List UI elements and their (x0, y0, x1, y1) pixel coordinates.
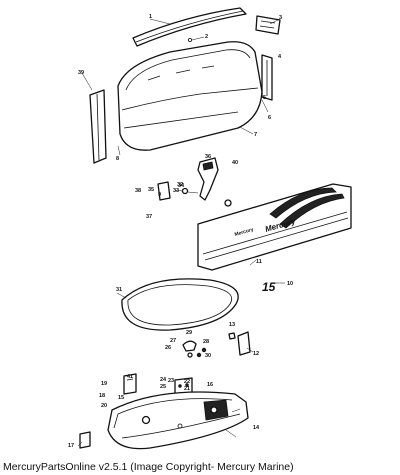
leader-lines (77, 18, 285, 447)
callout-30: 30 (205, 353, 211, 359)
callout-26: 26 (165, 345, 171, 351)
callout-5: 5 (263, 95, 266, 101)
callout-20: 20 (101, 403, 107, 409)
callout-29: 29 (186, 330, 192, 336)
emblem-badge[interactable]: 15 (262, 280, 276, 294)
side-decal-panel[interactable]: Mercury Mercury (197, 183, 352, 271)
callout-21: 21 (184, 386, 190, 392)
latch-bracket-right[interactable] (174, 377, 193, 396)
callout-18: 18 (99, 393, 105, 399)
callout-12: 12 (253, 351, 259, 357)
callout-14: 14 (253, 425, 260, 431)
top-cowl-trim-strip[interactable] (132, 7, 247, 47)
callout-32: 32 (177, 182, 183, 188)
callout-13: 13 (229, 322, 235, 328)
callout-labels: 1 2 3 4 5 6 7 8 9 10 11 12 13 14 15 16 1… (68, 14, 293, 449)
top-cowl[interactable] (117, 38, 263, 151)
callout-39: 39 (78, 70, 84, 76)
callout-7: 7 (254, 132, 257, 138)
callout-16: 16 (207, 382, 213, 388)
callout-24: 24 (160, 377, 167, 383)
callout-9: 9 (158, 192, 161, 198)
cowl-seal-ring[interactable] (121, 278, 239, 331)
callout-10: 10 (287, 281, 293, 287)
emblem-text: 15 (262, 280, 276, 294)
callout-23: 23 (168, 378, 174, 384)
callout-11: 11 (256, 259, 262, 265)
callout-41: 41 (127, 374, 133, 380)
callout-3: 3 (279, 15, 282, 21)
callout-38: 38 (135, 188, 141, 194)
latch-assembly[interactable] (157, 157, 232, 207)
callout-25: 25 (160, 384, 166, 390)
callout-27: 27 (170, 338, 176, 344)
callout-1: 1 (149, 14, 152, 20)
callout-34: 34 (178, 183, 185, 189)
callout-33: 33 (173, 188, 179, 194)
rear-cowl-seal[interactable] (89, 89, 107, 164)
callout-37: 37 (146, 214, 152, 220)
image-caption: MercuryPartsOnline v2.5.1 (Image Copyrig… (3, 461, 294, 473)
small-clip[interactable] (79, 431, 91, 449)
callout-6: 6 (268, 115, 271, 121)
callout-19: 19 (101, 381, 107, 387)
callout-2: 2 (205, 34, 208, 40)
callout-36: 36 (205, 154, 211, 160)
callout-22: 22 (184, 379, 190, 385)
callout-4: 4 (278, 54, 282, 60)
callout-28: 28 (203, 339, 209, 345)
bottom-cowl[interactable] (107, 391, 249, 450)
cowl-side-bracket[interactable] (261, 54, 273, 101)
decal-brand-text: Mercury (234, 227, 255, 238)
callout-31: 31 (116, 287, 122, 293)
callout-15: 15 (118, 395, 124, 401)
callout-17: 17 (68, 443, 74, 449)
callout-35: 35 (148, 187, 154, 193)
cowl-latch-plate[interactable] (255, 15, 281, 35)
callout-8: 8 (116, 156, 119, 162)
latch-lever-kit[interactable] (182, 331, 251, 358)
latch-bracket-small[interactable] (123, 373, 137, 395)
callout-40: 40 (232, 160, 238, 166)
